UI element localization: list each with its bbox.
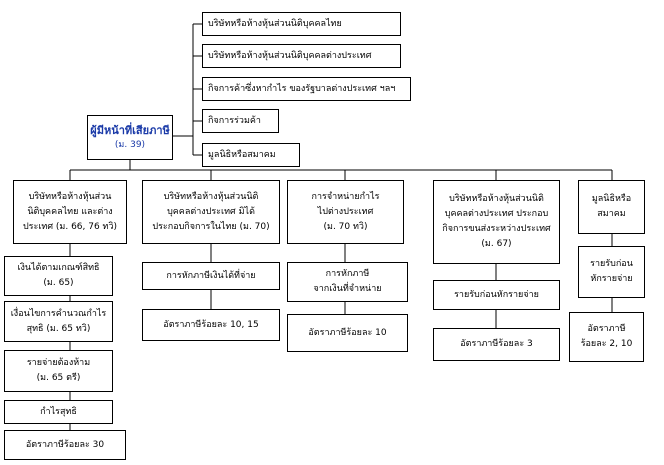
entity-label: บริษัทหรือห้างหุ้นส่วนนิติบุคคลต่างประเท… (208, 50, 372, 61)
entity-foundation-association-box: มูลนิธิหรือสมาคม (202, 143, 300, 167)
entity-joint-venture-box: กิจการร่วมค้า (202, 109, 279, 133)
column-5-step-2: อัตราภาษี ร้อยละ 2, 10 (569, 312, 644, 362)
entity-thai-juristic-box: บริษัทหรือห้างหุ้นส่วนนิติบุคคลไทย (202, 12, 401, 36)
column-1-header: บริษัทหรือห้างหุ้นส่วน นิติบุคคลไทย และต… (13, 180, 127, 244)
column-5-header: มูลนิธิหรือ สมาคม (578, 180, 645, 234)
column-4-header: บริษัทหรือห้างหุ้นส่วนนิติ บุคคลต่างประเ… (433, 180, 560, 264)
column-3-step-1: การหักภาษี จากเงินที่จำหน่าย (287, 262, 408, 302)
column-1-step-5: อัตราภาษีร้อยละ 30 (4, 430, 126, 460)
column-1-step-1: เงินได้ตามเกณฑ์สิทธิ (ม. 65) (4, 256, 113, 296)
column-2-step-2: อัตราภาษีร้อยละ 10, 15 (142, 309, 280, 341)
column-1-step-2: เงื่อนไขการคำนวณกำไร สุทธิ (ม. 65 ทวิ) (4, 301, 113, 342)
column-2-step-1: การหักภาษีเงินได้ที่จ่าย (142, 262, 280, 290)
root-section: (ม. 39) (114, 139, 146, 150)
column-5-step-1: รายรับก่อน หักรายจ่าย (578, 246, 645, 298)
root-title: ผู้มีหน้าที่เสียภาษี (90, 123, 170, 137)
column-3-header: การจำหน่ายกำไร ไปต่างประเทศ (ม. 70 ทวิ) (287, 180, 404, 244)
column-3-step-2: อัตราภาษีร้อยละ 10 (287, 314, 408, 352)
entity-label: กิจการค้าซึ่งหากำไร ของรัฐบาลต่างประเทศ … (208, 83, 396, 94)
column-4-step-2: อัตราภาษีร้อยละ 3 (433, 328, 560, 361)
column-1-step-4: กำไรสุทธิ (4, 400, 113, 424)
entity-foreign-juristic-box: บริษัทหรือห้างหุ้นส่วนนิติบุคคลต่างประเท… (202, 44, 401, 68)
entity-label: บริษัทหรือห้างหุ้นส่วนนิติบุคคลไทย (208, 18, 342, 29)
entity-label: กิจการร่วมค้า (208, 115, 261, 126)
entity-foreign-government-business-box: กิจการค้าซึ่งหากำไร ของรัฐบาลต่างประเทศ … (202, 77, 411, 101)
column-2-header: บริษัทหรือห้างหุ้นส่วนนิติ บุคคลต่างประเ… (142, 180, 280, 244)
column-4-step-1: รายรับก่อนหักรายจ่าย (433, 280, 560, 310)
entity-label: มูลนิธิหรือสมาคม (208, 149, 276, 160)
column-1-step-3: รายจ่ายต้องห้าม (ม. 65 ตรี) (4, 350, 113, 392)
root-taxpayer-box: ผู้มีหน้าที่เสียภาษี (ม. 39) (87, 115, 173, 160)
